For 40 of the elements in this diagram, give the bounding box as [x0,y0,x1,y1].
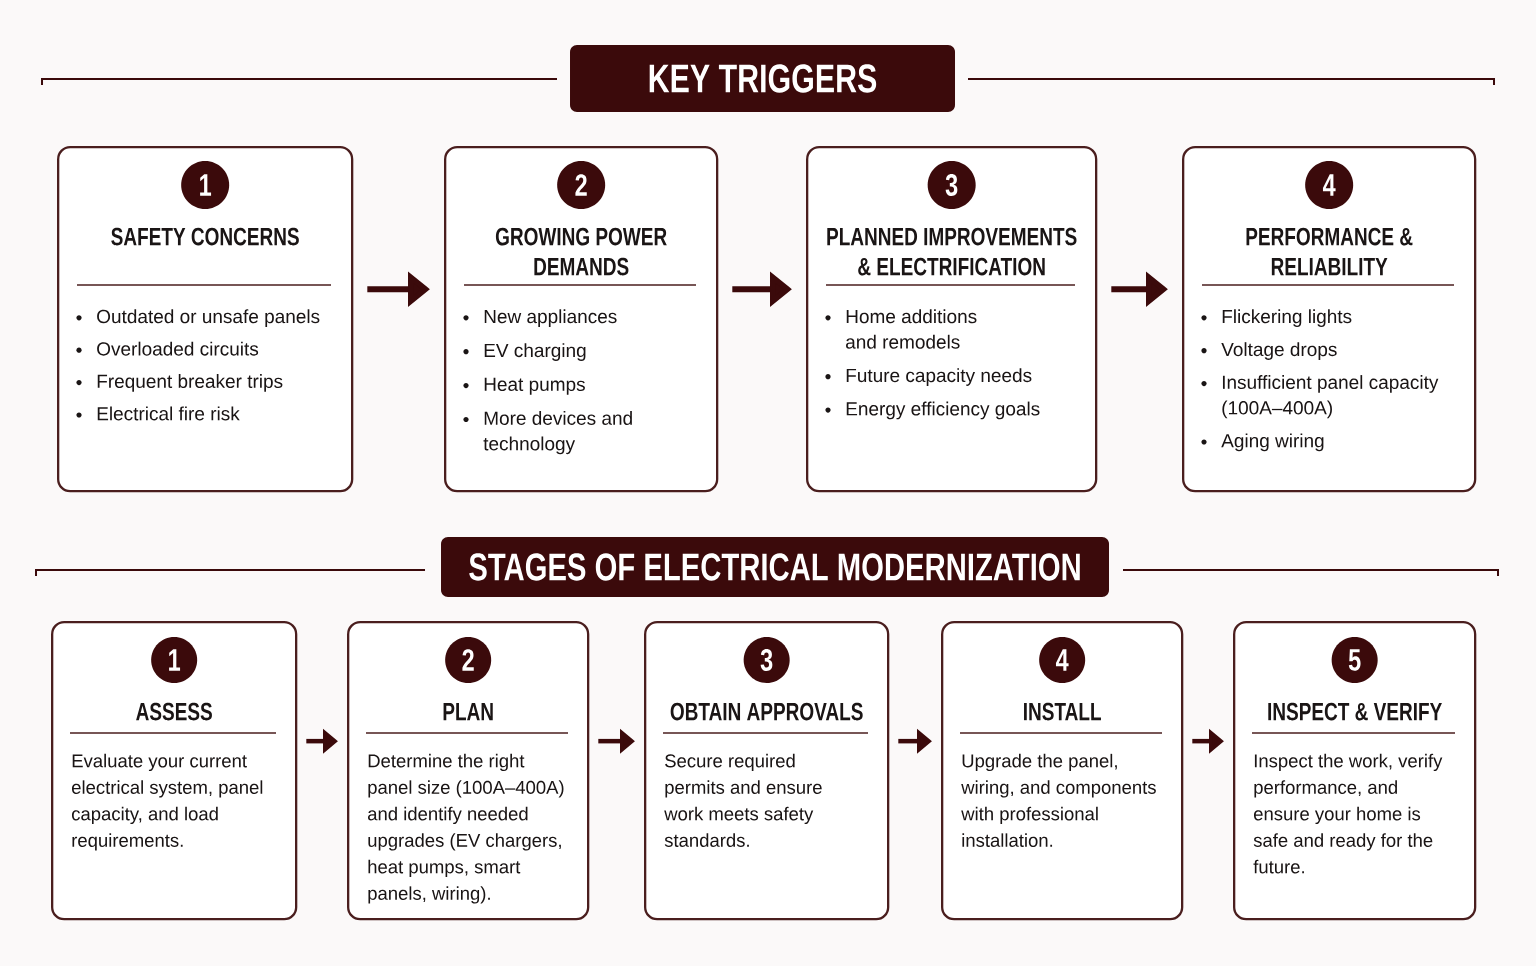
list-item: Flickering lights [1222,309,1352,327]
card-body-text: Inspect the work, verify performance, and ensure your home is safe and ready for the future. [1253,753,1443,874]
list-item: EV charging [484,343,586,361]
list-item: Overloaded circuits [97,341,259,356]
number-badge: 2 [445,637,492,683]
card-heading: PLAN [443,703,493,721]
card-heading: OBTAIN APPROVALS [670,702,863,721]
list-item: Voltage drops [1221,342,1337,360]
card-body-text: Upgrade the panel, wiring, and components with professional installation. [961,753,1156,847]
list-item: Electrical fire risk [97,406,240,421]
card-body-text: Secure required permits and ensure work meets safety standards. [664,753,822,847]
number-badge: 2 [557,161,606,209]
card-body-text: Determine the right panel size (100A–400A) and identify needed upgrades (EV chargers, heat pumps, smart panels, wiring). [368,753,564,904]
list-item: New appliances [484,309,617,327]
number-badge: 3 [927,161,976,209]
card-heading: INSTALL [1024,702,1101,721]
card-heading: INSPECT & VERIFY [1268,702,1442,721]
list-item: Energy efficiency goals [846,401,1040,420]
list-item: Outdated or unsafe panels [97,309,320,327]
number-badge: 1 [181,161,230,209]
card-heading: PERFORMANCE & RELIABILITY [1246,227,1413,276]
card-body-text: Evaluate your current electrical system, panel capacity, and load requirements. [72,753,263,851]
card-heading: PLANNED IMPROVEMENTS & ELECTRIFICATION [827,227,1077,276]
list-item: More devices and technology [483,411,632,455]
number-badge: 5 [1331,637,1378,683]
section-banner: STAGES OF ELECTRICAL MODERNIZATION [441,537,1109,597]
number-badge: 3 [743,637,790,683]
section-banner: KEY TRIGGERS [570,45,955,112]
list-item: Insufficient panel capacity (100A–400A) [1222,375,1439,419]
card-heading: GROWING POWER DEMANDS [495,227,667,276]
number-badge: 4 [1039,637,1086,683]
card-heading: SAFETY CONCERNS [111,227,299,246]
number-badge: 4 [1305,161,1354,209]
list-item: Future capacity needs [846,368,1032,386]
list-item: Heat pumps [484,377,585,395]
card-heading: ASSESS [136,702,212,721]
list-item: Home additions and remodels [846,309,977,349]
list-item: Aging wiring [1221,433,1324,452]
list-item: Frequent breaker trips [97,374,283,392]
number-badge: 1 [151,637,198,683]
